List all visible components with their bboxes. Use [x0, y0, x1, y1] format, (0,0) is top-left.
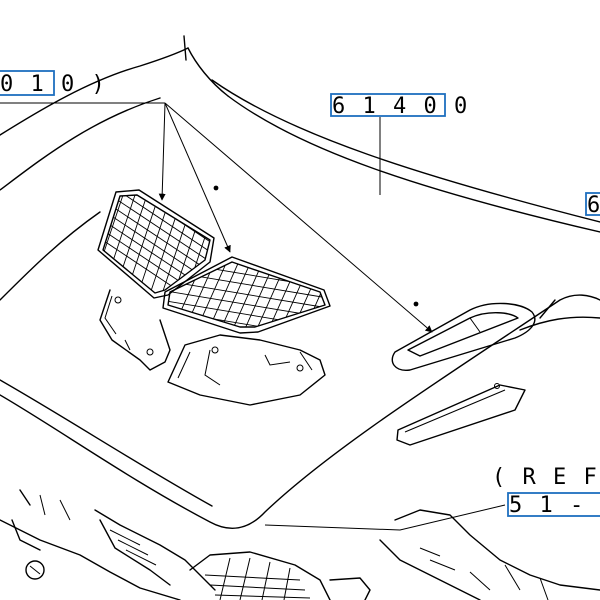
lower-trim-strip [396, 383, 526, 446]
ref-label-right-top: 6 [587, 193, 600, 218]
ref-code-label: 5 1 - 0 1 [509, 493, 600, 518]
callout-ref-right-top: 6 [585, 192, 600, 218]
right-vent-grille [162, 256, 331, 334]
hood-hole [213, 185, 219, 191]
hood-scoop [391, 302, 536, 371]
front-lower-assembly [0, 489, 600, 600]
right-vent-bracket [167, 334, 326, 406]
callout-ref-top-left: 0 1 0 ) [0, 70, 107, 97]
left-vent-bracket [99, 289, 171, 371]
hood-hole [413, 301, 419, 307]
part-number-61400: 6 1 4 0 0 [332, 94, 469, 119]
callout-part-61400[interactable]: 6 1 4 0 0 [330, 93, 469, 119]
callout-ref-code[interactable]: 5 1 - 0 1 [507, 492, 600, 518]
hood-panel [0, 35, 600, 529]
ref-label-top-left: 0 1 0 ) [0, 72, 107, 97]
ref-text: ( R E F . [492, 465, 600, 490]
callout-leaders [0, 102, 506, 531]
